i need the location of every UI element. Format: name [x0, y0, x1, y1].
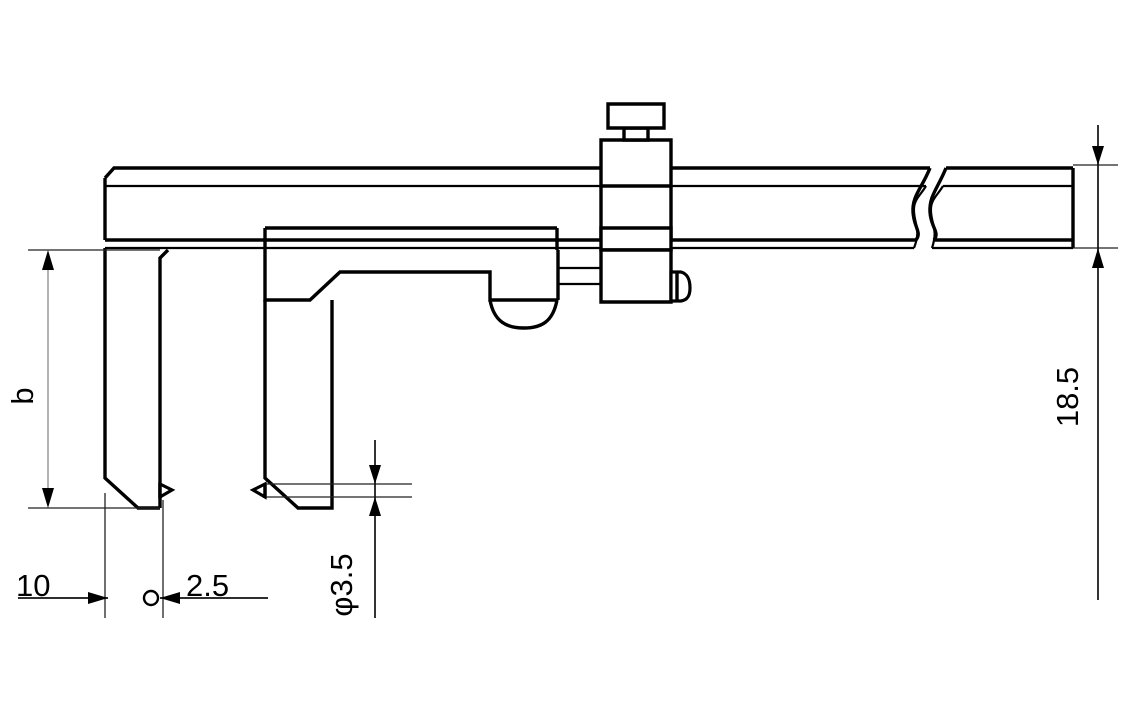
dimension-label-10: 10 [16, 568, 50, 603]
lower-slider-lower-part [599, 248, 673, 304]
upper-fine-adjust-slider [599, 138, 673, 242]
thumbscrew-head [606, 102, 666, 130]
measuring-beam [103, 166, 1075, 250]
clamp-thumbscrew [606, 102, 666, 142]
break-inner-left-upper [912, 185, 927, 213]
d-arrow-top-icon [369, 465, 381, 484]
dimension-bottom-group: 10 2.5 [16, 493, 268, 618]
dimension-label-b: b [5, 387, 40, 404]
beam-break-symbol [911, 167, 948, 249]
thumbscrew-stem [622, 126, 650, 142]
datum-circle-marker [142, 589, 160, 607]
b-arrow-top-icon [42, 250, 54, 270]
h-arrow-bottom-icon [1092, 248, 1104, 268]
fixed-jaw [103, 178, 176, 510]
two-five-arrow-icon [160, 592, 180, 604]
movable-jaw-leg-profile [263, 300, 334, 510]
h-arrow-top-icon [1092, 146, 1104, 165]
movable-jaw-knife-tip [249, 481, 267, 500]
movable-jaw-bottom-notch [488, 299, 559, 330]
lower-slider-upper-part [599, 226, 673, 252]
dimension-label-phi-3-5: φ3.5 [324, 553, 359, 616]
dimension-beam-height: 18.5 [1050, 125, 1118, 600]
ten-arrow-icon [88, 592, 108, 604]
slider-thumb-tab [669, 270, 692, 303]
dimension-label-2-5: 2.5 [186, 568, 229, 603]
movable-jaw-body-profile [263, 250, 558, 302]
fixed-jaw-outer-profile [103, 248, 160, 510]
fixed-jaw-knife-tip [158, 481, 176, 500]
b-arrow-bottom-icon [42, 488, 54, 508]
dimension-jaw-depth-b: b [5, 249, 160, 509]
d-arrow-bottom-icon [369, 497, 381, 516]
upper-slider-body [599, 138, 673, 188]
break-inner-right-upper [929, 185, 944, 213]
break-inner-right-lower [929, 211, 936, 249]
fixed-jaw-inner-profile [158, 248, 170, 508]
movable-jaw [249, 226, 560, 510]
dimension-tip-diameter: φ3.5 [266, 440, 412, 618]
break-inner-left-lower [912, 211, 919, 249]
beam-top-edge-left [103, 166, 930, 180]
lower-slider-block [558, 226, 692, 304]
dimension-label-18-5: 18.5 [1050, 367, 1085, 427]
